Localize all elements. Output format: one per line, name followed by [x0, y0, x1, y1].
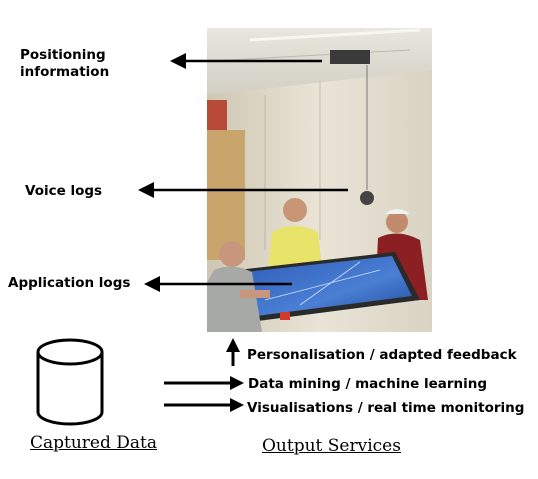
- positioning-label-line2: information: [20, 64, 110, 80]
- personalisation-label: Personalisation / adapted feedback: [247, 347, 517, 363]
- capture-arrows: [138, 53, 348, 292]
- visualisations-arrowhead: [230, 398, 244, 412]
- positioning-label-line1: Positioning: [20, 47, 106, 63]
- application-arrowhead: [144, 276, 160, 292]
- personalisation-arrowhead: [226, 338, 240, 352]
- microphone: [360, 191, 374, 205]
- voice-arrowhead: [138, 182, 154, 198]
- database-icon: [36, 338, 104, 426]
- application-logs-label: Application logs: [8, 275, 131, 291]
- projector: [330, 50, 370, 64]
- output-arrows: [164, 338, 244, 412]
- data-mining-label: Data mining / machine learning: [248, 376, 488, 392]
- room-photo: [207, 28, 432, 332]
- positioning-information-label: Positioning information: [20, 47, 109, 81]
- captured-data-caption: Captured Data: [30, 433, 158, 453]
- data-mining-arrowhead: [230, 376, 244, 390]
- positioning-arrowhead: [170, 53, 186, 69]
- output-services-caption: Output Services: [262, 436, 401, 456]
- voice-logs-label: Voice logs: [25, 183, 103, 199]
- visualisations-label: Visualisations / real time monitoring: [247, 400, 525, 416]
